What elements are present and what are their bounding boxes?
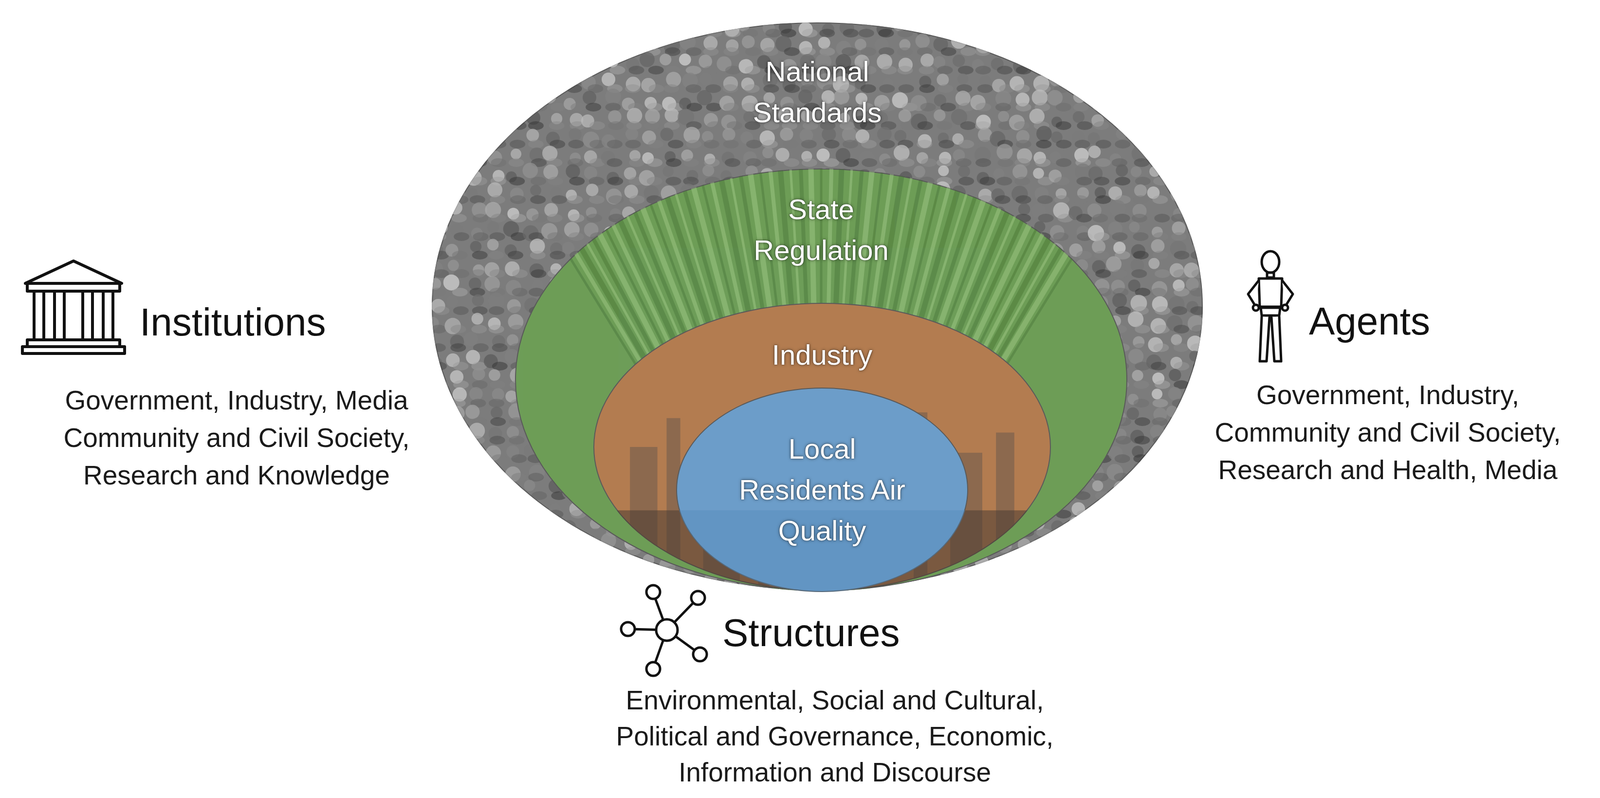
label-holder: Environmental, Social and Cultural, Poli… (588, 681, 1081, 791)
category-list: Government, Industry, Community and Civi… (1188, 376, 1588, 489)
category-heading: Agents (1308, 298, 1431, 344)
residents-ellipse: Local Residents Air Quality (676, 387, 969, 592)
label-holder: Structures (722, 610, 901, 656)
label-holder: Institutions (139, 299, 326, 345)
label-holder: Government, Industry, Media Community an… (27, 381, 446, 495)
industry-ellipse: IndustryLocal Residents Air Quality (593, 302, 1051, 591)
category-list: Environmental, Social and Cultural, Poli… (588, 681, 1081, 791)
ellipse-label: Local Residents Air Quality (734, 428, 910, 552)
national-ellipse: National StandardsState RegulationIndust… (431, 22, 1203, 590)
agent-figure-icon (1236, 249, 1305, 367)
label-holder: Agents (1308, 298, 1431, 344)
category-heading: Structures (722, 610, 901, 656)
label-holder: Government, Industry, Community and Civi… (1188, 376, 1588, 489)
category-heading: Institutions (139, 299, 326, 345)
ellipse-label: National Standards (734, 51, 901, 133)
state-ellipse: State RegulationIndustryLocal Residents … (514, 168, 1128, 591)
institution-icon (19, 257, 128, 357)
category-list: Government, Industry, Media Community an… (27, 381, 446, 495)
ellipse-label: Industry (719, 334, 925, 376)
network-icon (619, 582, 712, 678)
ellipse-label: State Regulation (733, 188, 909, 271)
